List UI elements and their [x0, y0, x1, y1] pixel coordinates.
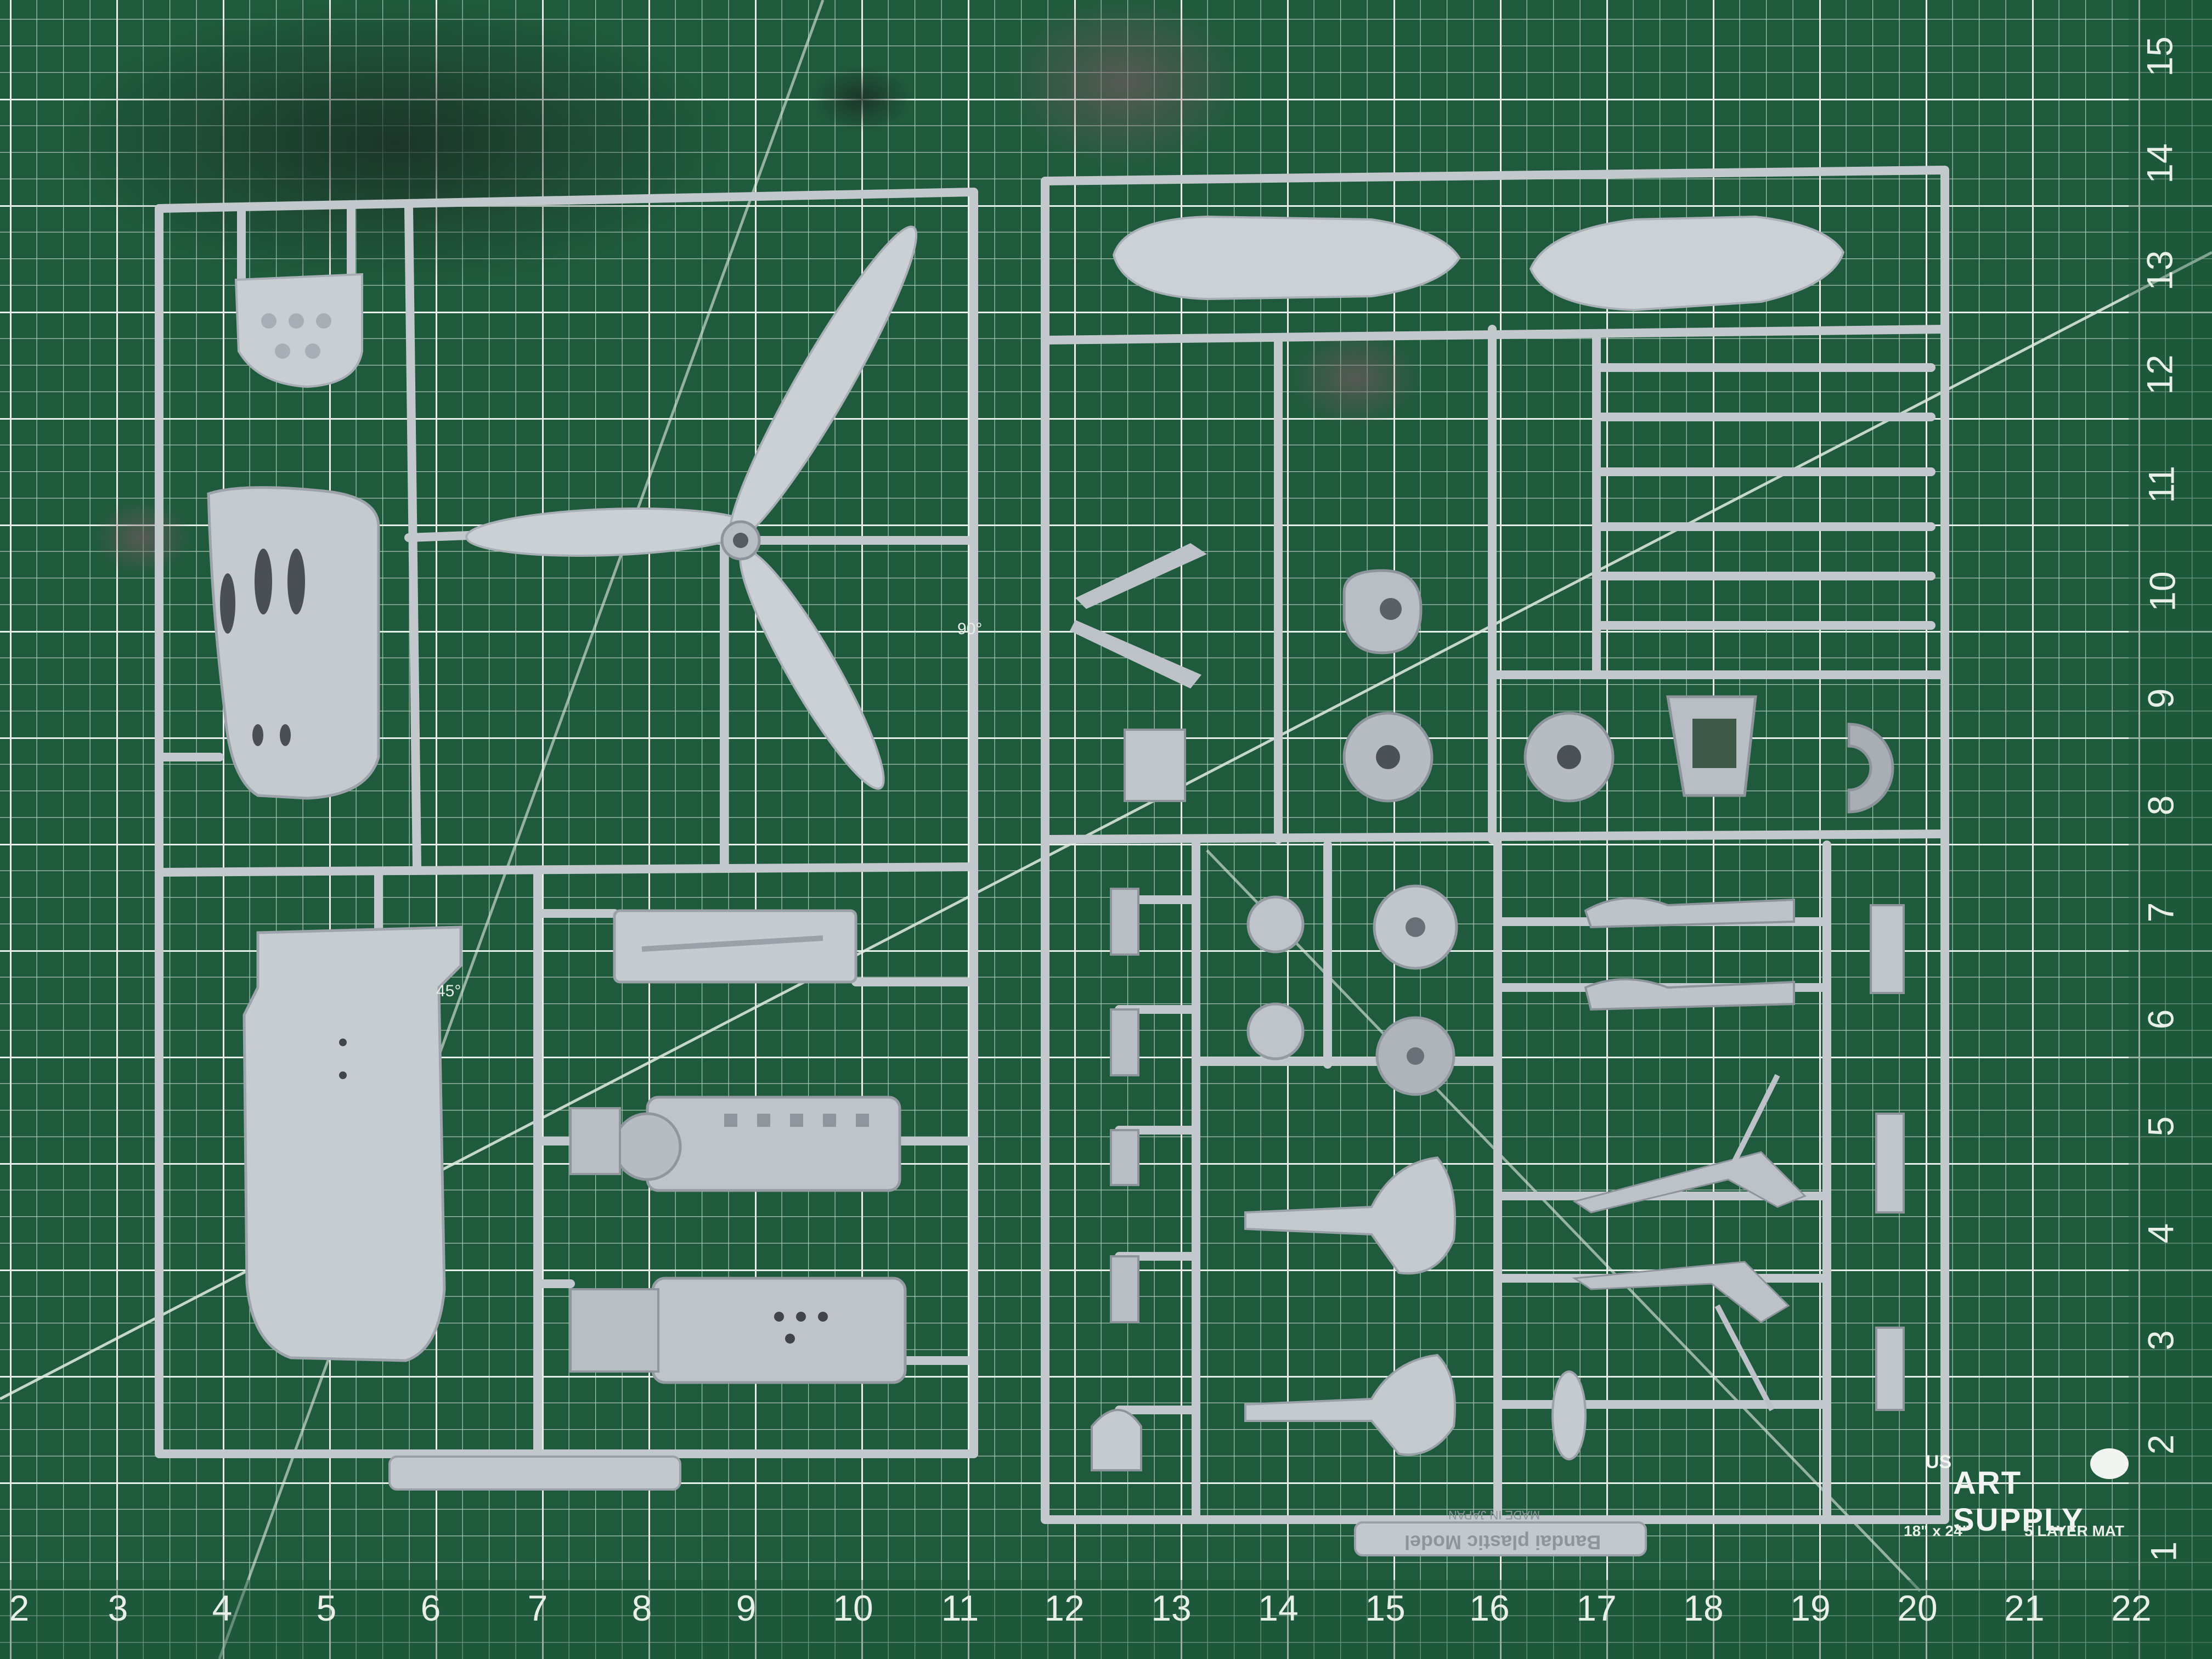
ruler-num: 10 — [833, 1588, 873, 1628]
mat-size-label: 18" x 24" — [1904, 1522, 1970, 1539]
left-sprue — [155, 188, 978, 1458]
ruler-num: 9 — [2140, 688, 2181, 709]
left-sprue-parts — [207, 225, 918, 1491]
ruler-num: 13 — [2139, 250, 2180, 291]
sprue-tag-subtext: MADE IN JAPAN — [1448, 1508, 1541, 1522]
right-sprue-parts — [1070, 215, 1905, 1556]
ruler-num: 7 — [2140, 902, 2181, 923]
mat-layer-label: 5 LAYER MAT — [2024, 1522, 2125, 1539]
ruler-num: 4 — [2140, 1223, 2181, 1244]
ruler-num: 11 — [2141, 465, 2182, 504]
ruler-num: 5 — [2140, 1116, 2181, 1137]
palette-icon — [2090, 1448, 2129, 1479]
angle-45-label: 45° — [436, 982, 461, 1000]
ruler-num: 1 — [2143, 1541, 2184, 1562]
ruler-num: 3 — [108, 1588, 128, 1628]
ruler-num: 2 — [2140, 1434, 2181, 1455]
ruler-num: 14 — [2139, 143, 2180, 184]
sprue-tag-text: Bandai plastic Model — [1404, 1531, 1601, 1554]
ruler-num: 17 — [1576, 1588, 1617, 1628]
ruler-num: 15 — [1365, 1588, 1406, 1628]
ruler-num: 3 — [2140, 1330, 2181, 1351]
ruler-num: 13 — [1151, 1588, 1192, 1628]
ruler-num: 15 — [2139, 36, 2180, 77]
brand-name: ART SUPPLY — [1953, 1465, 2084, 1538]
brand-prefix: US — [1926, 1452, 1952, 1472]
mat-brand-logo: US ART SUPPLY — [1920, 1448, 2129, 1538]
ruler-num: 16 — [1469, 1588, 1510, 1628]
ruler-num: 8 — [631, 1588, 652, 1628]
ruler-num: 9 — [736, 1588, 757, 1628]
ruler-num: 11 — [941, 1588, 979, 1628]
ruler-num: 6 — [420, 1588, 441, 1628]
ruler-num: 2 — [9, 1588, 30, 1628]
ruler-num: 7 — [527, 1588, 548, 1628]
ruler-num: 14 — [1258, 1588, 1299, 1628]
ruler-num: 19 — [1790, 1588, 1831, 1628]
ruler-num: 21 — [2004, 1588, 2045, 1628]
ruler-num: 12 — [1044, 1588, 1085, 1628]
ruler-num: 20 — [1897, 1588, 1938, 1628]
ruler-num: 4 — [212, 1588, 233, 1628]
ruler-num: 22 — [2111, 1588, 2152, 1628]
ruler-num: 5 — [316, 1588, 337, 1628]
ruler-num: 12 — [2139, 354, 2180, 395]
ruler-num: 18 — [1683, 1588, 1724, 1628]
ruler-num: 8 — [2140, 795, 2181, 816]
angle-90-label: 90° — [957, 620, 983, 638]
ruler-num: 10 — [2142, 571, 2183, 612]
ruler-num: 6 — [2140, 1009, 2181, 1030]
